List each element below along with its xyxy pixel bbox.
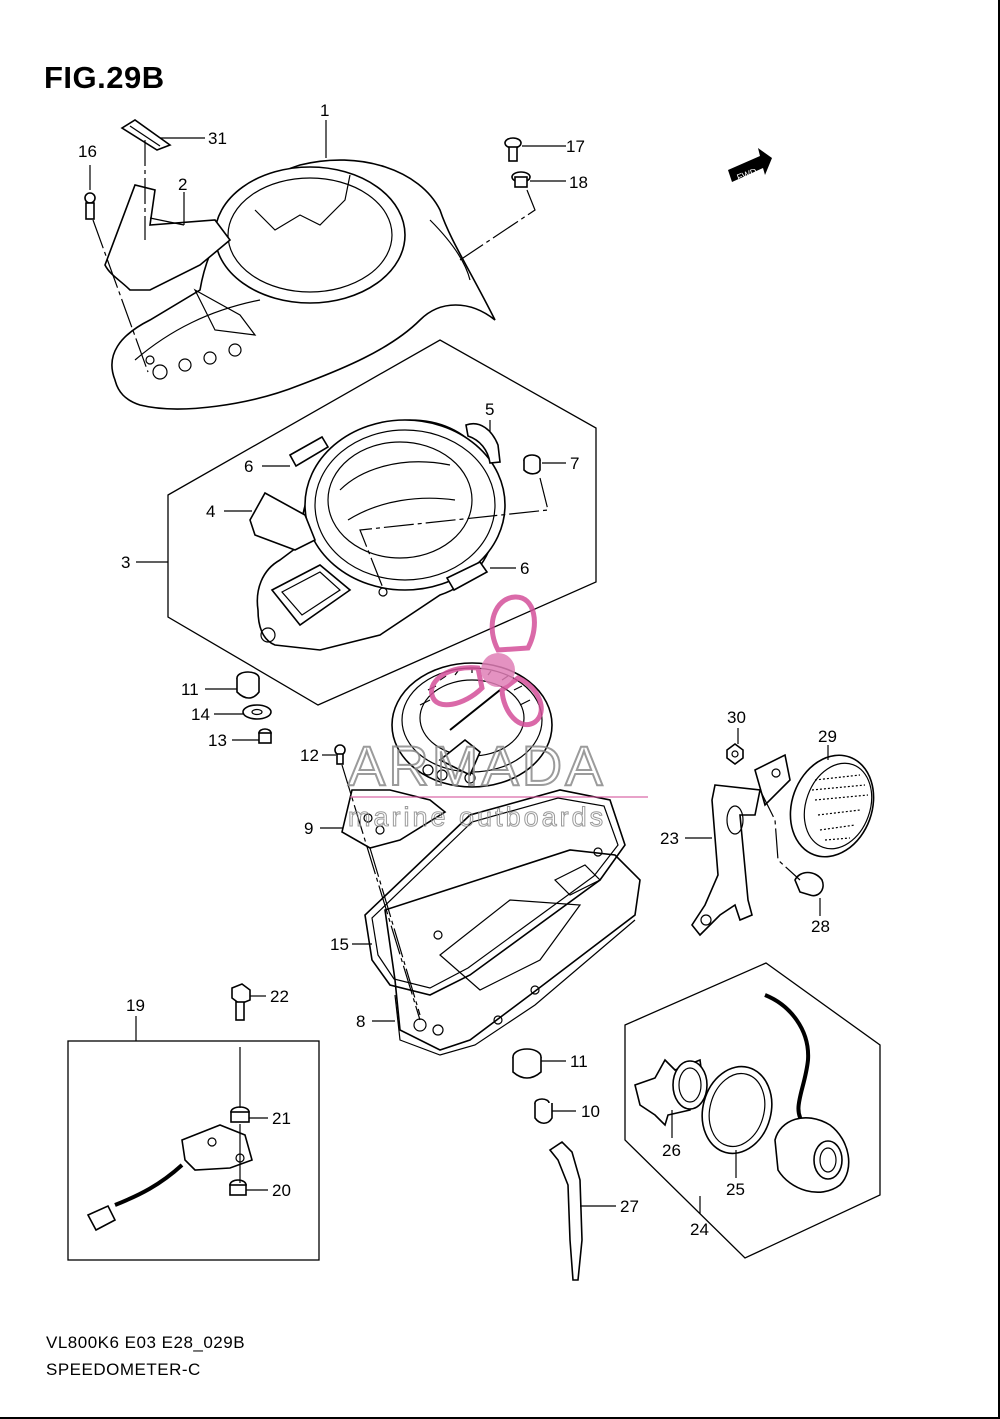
callout-6b: 6 — [520, 559, 529, 578]
assembly-19-outline — [67, 1040, 320, 1261]
leader-lines — [89, 120, 829, 1214]
callout-8: 8 — [356, 1012, 365, 1031]
callout-14: 14 — [191, 705, 210, 724]
callout-5: 5 — [485, 400, 494, 419]
bolt-22-part — [231, 983, 251, 1021]
collar-21-part — [230, 1106, 250, 1123]
screw-17-part — [504, 137, 522, 162]
callout-29: 29 — [818, 727, 837, 746]
callout-12: 12 — [300, 746, 319, 765]
collar-18-part — [511, 171, 531, 188]
callout-3: 3 — [121, 553, 130, 572]
callout-1: 1 — [320, 101, 329, 120]
assembly-3-outline — [167, 339, 597, 706]
nut-30-part — [726, 743, 744, 765]
callout-13: 13 — [208, 731, 227, 750]
callout-20: 20 — [272, 1181, 291, 1200]
grommet-11a-part — [236, 671, 260, 699]
collar-20-part — [229, 1179, 247, 1196]
emblem-badge-part — [120, 119, 172, 151]
bracket-30-part — [754, 753, 791, 807]
watermark-tagline: marine outboards — [348, 802, 606, 832]
watermark: ARMADA marine outboards — [347, 594, 648, 833]
callout-30: 30 — [727, 708, 746, 727]
callout-4: 4 — [206, 502, 215, 521]
bracket-9-part — [341, 789, 447, 849]
assembly-24-outline — [624, 962, 881, 1259]
seal-ring-25-part — [701, 1065, 773, 1155]
callout-15: 15 — [330, 935, 349, 954]
section-name: SPEEDOMETER-C — [46, 1360, 201, 1379]
grommet-11b-part — [512, 1048, 542, 1079]
callout-2: 2 — [178, 175, 187, 194]
callout-9: 9 — [304, 819, 313, 838]
cap-7-part — [523, 454, 541, 475]
meter-cover-part — [111, 159, 496, 410]
clamp-28-part — [794, 871, 824, 897]
callout-18: 18 — [569, 173, 588, 192]
reflector-29-part — [789, 754, 875, 858]
callout-31: 31 — [208, 129, 227, 148]
collar-13-part — [258, 728, 272, 744]
callout-7: 7 — [570, 454, 579, 473]
washer-14-part — [242, 704, 272, 720]
callout-23: 23 — [660, 829, 679, 848]
callout-11a: 11 — [181, 680, 199, 699]
cable-tie-27-part — [548, 1140, 583, 1281]
callout-17: 17 — [566, 137, 585, 156]
pin-7-location — [378, 587, 388, 597]
gasket-15-part — [364, 789, 626, 996]
page-border-right — [998, 0, 1000, 1419]
callout-21: 21 — [272, 1109, 291, 1128]
propeller-logo-icon — [429, 594, 544, 728]
cushion-6a-part — [288, 435, 330, 468]
lens-holder-part — [256, 419, 506, 651]
callout-19: 19 — [126, 996, 145, 1015]
callout-26: 26 — [662, 1141, 681, 1160]
page-border-bottom — [0, 1417, 1000, 1419]
cover-bracket-part — [104, 184, 232, 291]
stay-23-part — [691, 784, 761, 937]
callout-10: 10 — [581, 1102, 600, 1121]
sensor-24-part — [764, 993, 850, 1194]
screw-12-part — [334, 744, 346, 765]
figure-title: FIG.29B — [44, 60, 165, 95]
callout-24: 24 — [690, 1220, 709, 1239]
callout-25: 25 — [726, 1180, 745, 1199]
model-code: VL800K6 E03 E28_029B — [46, 1333, 246, 1352]
pad-4-part — [249, 491, 317, 551]
bolt-10-part — [534, 1098, 553, 1125]
sensor-19-part — [86, 1124, 253, 1232]
callout-22: 22 — [270, 987, 289, 1006]
callout-28: 28 — [811, 917, 830, 936]
clip-5-part — [465, 423, 501, 464]
callout-6a: 6 — [244, 457, 253, 476]
callout-16: 16 — [78, 142, 97, 161]
screw-16-part — [84, 192, 96, 220]
fwd-arrow-icon: FWD — [728, 148, 772, 183]
meter-case-part — [384, 847, 641, 1056]
callout-labels: 1 2 3 4 5 6 6 7 8 9 10 11 11 12 13 14 15… — [78, 101, 837, 1239]
watermark-brand: ARMADA — [348, 734, 606, 797]
callout-11b: 11 — [570, 1052, 588, 1071]
cushion-6b-part — [445, 560, 489, 592]
callout-27: 27 — [620, 1197, 639, 1216]
joint-26-part — [634, 1058, 708, 1127]
